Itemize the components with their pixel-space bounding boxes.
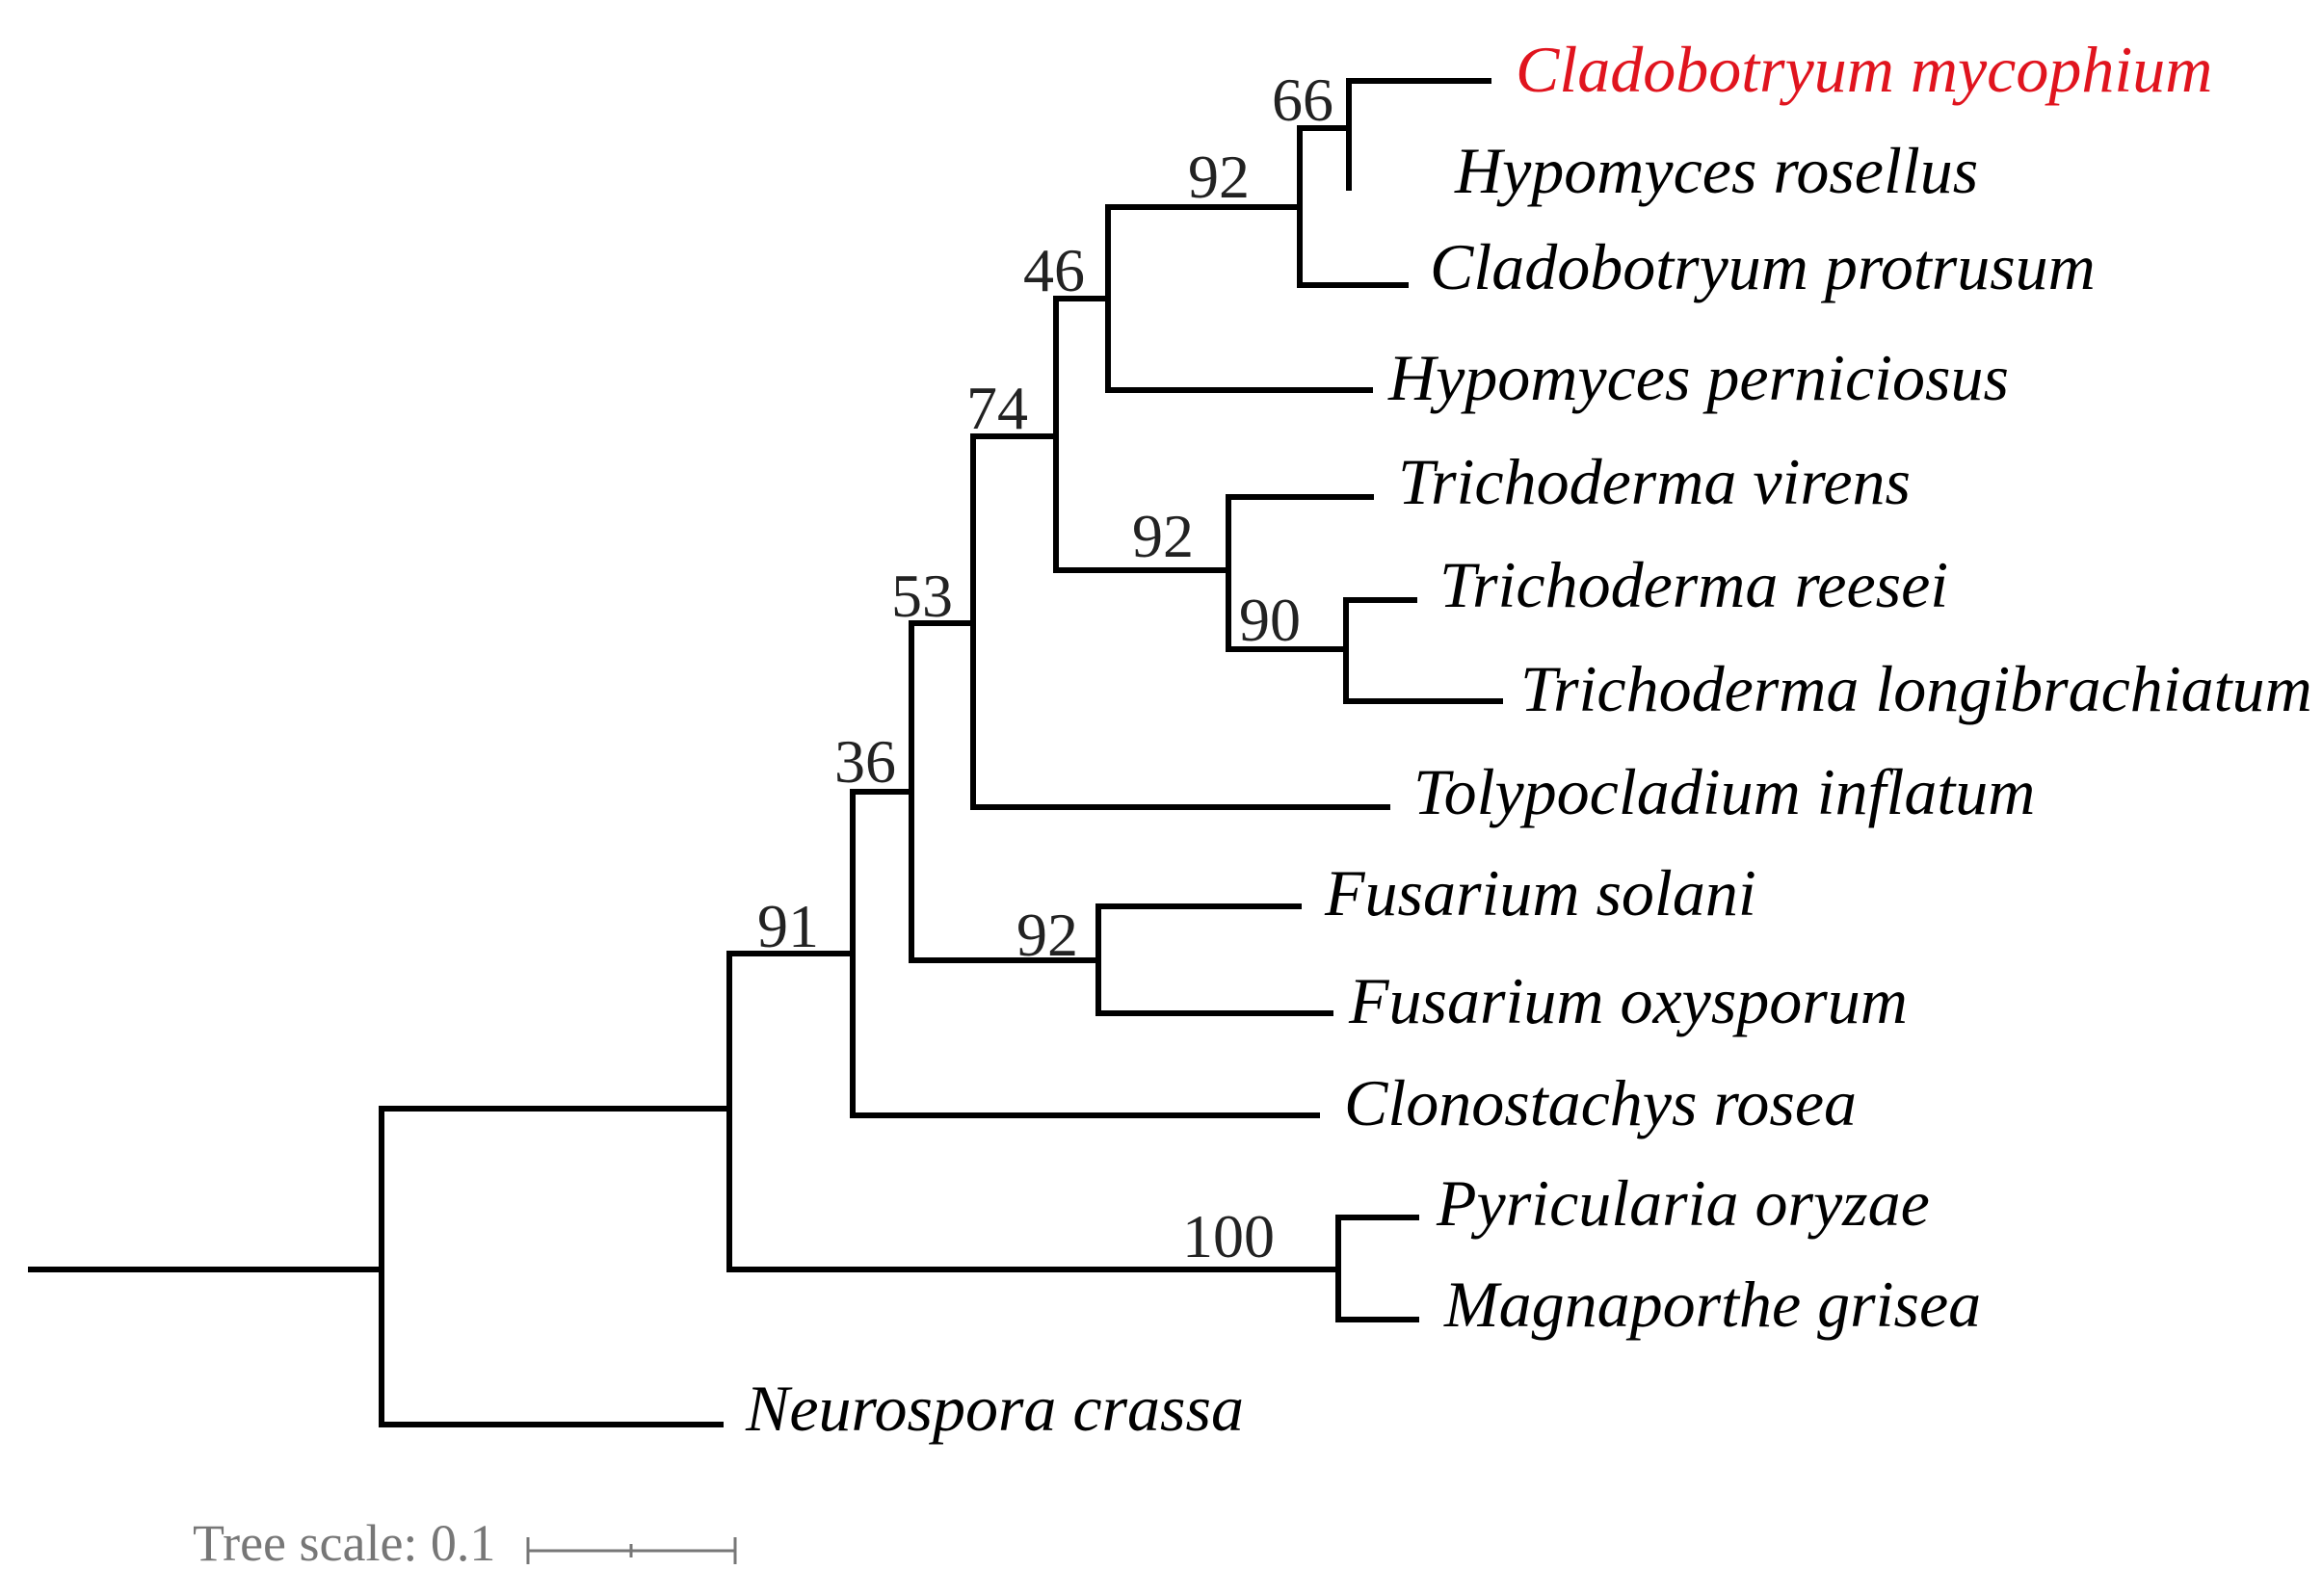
support-value-92-hypomyces: 92 bbox=[1188, 143, 1250, 211]
taxon-label-tolypocladium-inflatum: Tolypocladium inflatum bbox=[1413, 755, 2035, 828]
tree-branches bbox=[28, 78, 1503, 1427]
taxon-label-pyricularia-oryzae: Pyricularia oryzae bbox=[1436, 1166, 1930, 1240]
taxon-label-trichoderma-longibrachiatum: Trichoderma longibrachiatum bbox=[1520, 652, 2312, 725]
taxon-label-trichoderma-virens: Trichoderma virens bbox=[1398, 445, 1911, 518]
support-value-91: 91 bbox=[757, 892, 819, 960]
support-value-92-trichoderma: 92 bbox=[1132, 502, 1194, 570]
tree-scale-label: Tree scale: 0.1 bbox=[193, 1514, 495, 1572]
taxon-label-neurospora-crassa: Neurospora crassa bbox=[745, 1372, 1244, 1445]
support-value-90: 90 bbox=[1239, 586, 1301, 654]
support-value-92-fusarium: 92 bbox=[1016, 901, 1078, 969]
tree-scale: Tree scale: 0.1 bbox=[193, 1514, 737, 1572]
taxon-label-cladobotryum-protrusum: Cladobotryum protrusum bbox=[1430, 230, 2096, 303]
taxon-label-trichoderma-reesei: Trichoderma reesei bbox=[1439, 548, 1948, 621]
taxon-label-fusarium-solani: Fusarium solani bbox=[1324, 856, 1756, 929]
support-value-66: 66 bbox=[1272, 65, 1333, 134]
support-value-53: 53 bbox=[891, 562, 953, 630]
taxon-label-magnaporthe-grisea: Magnaporthe grisea bbox=[1443, 1268, 1981, 1341]
taxon-label-fusarium-oxysporum: Fusarium oxysporum bbox=[1348, 964, 1908, 1037]
support-value-36: 36 bbox=[834, 727, 896, 796]
taxon-label-cladobotryum-mycophium: Cladobotryum mycophium bbox=[1516, 33, 2212, 106]
support-value-100: 100 bbox=[1182, 1202, 1275, 1270]
taxon-labels: Cladobotryum mycophium Hypomyces rosellu… bbox=[745, 33, 2312, 1445]
taxon-label-clonostachys-rosea: Clonostachys rosea bbox=[1344, 1066, 1857, 1139]
taxon-label-hypomyces-rosellus: Hypomyces rosellus bbox=[1454, 134, 1978, 207]
support-value-74: 74 bbox=[966, 374, 1028, 442]
taxon-label-hypomyces-perniciosus: Hypomyces perniciosus bbox=[1387, 341, 2009, 414]
support-value-46: 46 bbox=[1023, 236, 1085, 304]
bootstrap-support-values: 66 92 46 74 92 90 53 36 92 91 100 bbox=[757, 65, 1333, 1270]
